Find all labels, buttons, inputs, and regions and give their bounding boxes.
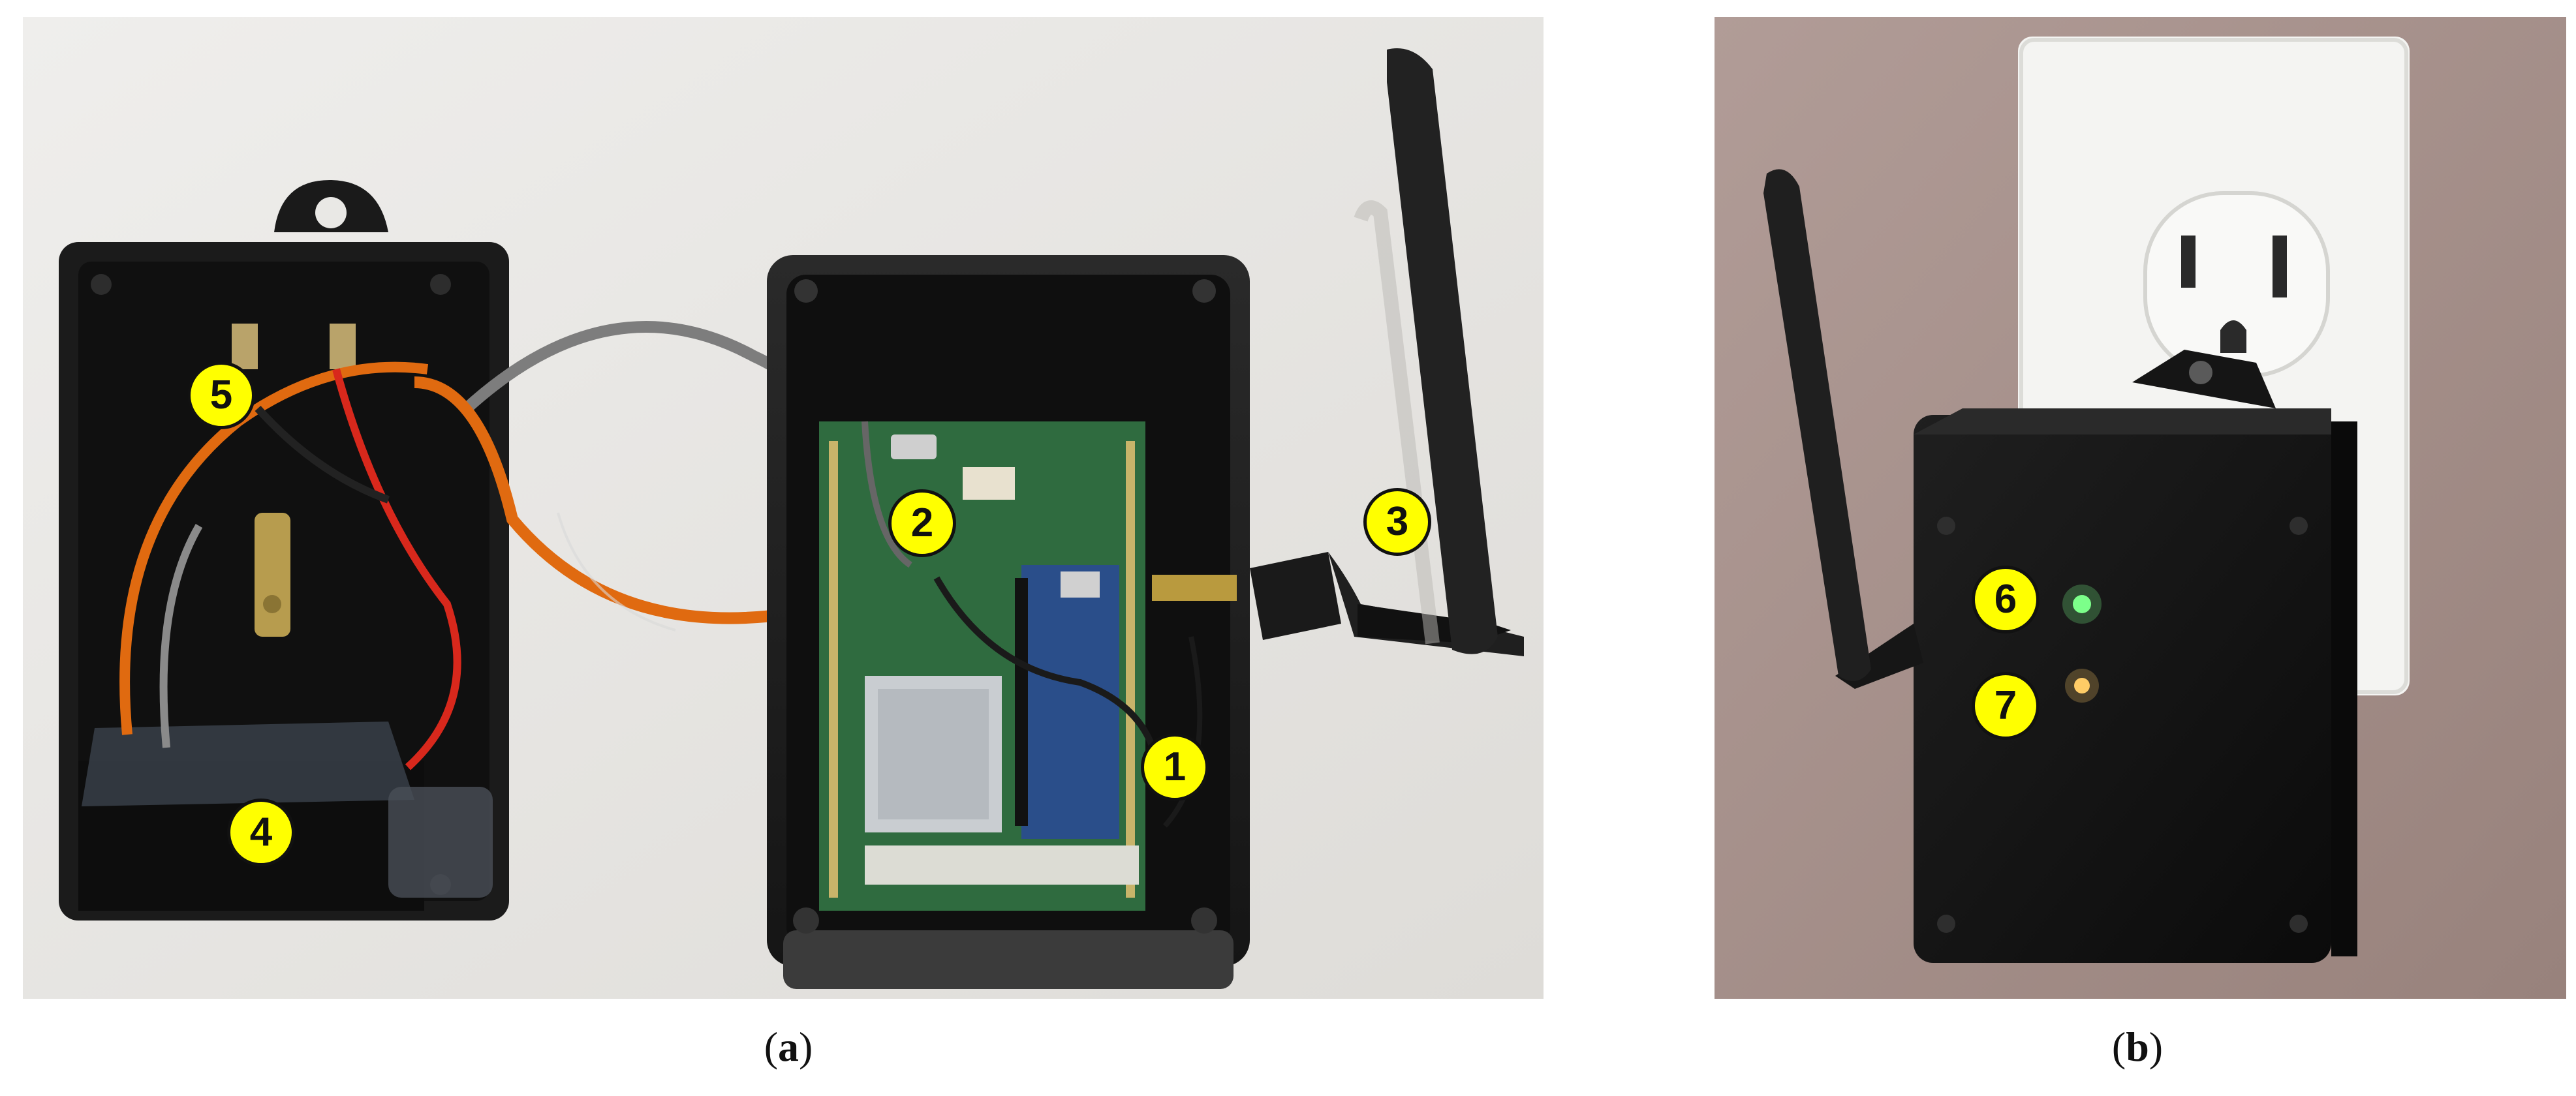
caption-b: (b)	[2111, 1024, 2164, 1070]
caption-b-letter: b	[2126, 1024, 2149, 1070]
callout-marker-7: 7	[1972, 672, 2040, 740]
photo-panel-a: 1 2 3 4 5	[23, 17, 1544, 999]
antenna	[1763, 169, 1923, 689]
caption-a: (a)	[764, 1024, 813, 1070]
callout-marker-1: 1	[1141, 733, 1209, 801]
installed-device-photo	[1715, 17, 2566, 999]
callout-marker-6: 6	[1972, 566, 2040, 633]
callout-marker-5: 5	[187, 361, 255, 429]
callout-marker-3: 3	[1363, 488, 1431, 556]
photo-panel-b: 6 7	[1715, 17, 2566, 999]
caption-a-letter: a	[778, 1024, 799, 1070]
callout-marker-2: 2	[888, 489, 956, 557]
enclosure-lid	[59, 180, 509, 921]
antenna	[1250, 48, 1524, 656]
enclosure-box	[767, 255, 1250, 989]
device-enclosure	[1914, 350, 2357, 963]
callout-marker-4: 4	[227, 799, 295, 866]
